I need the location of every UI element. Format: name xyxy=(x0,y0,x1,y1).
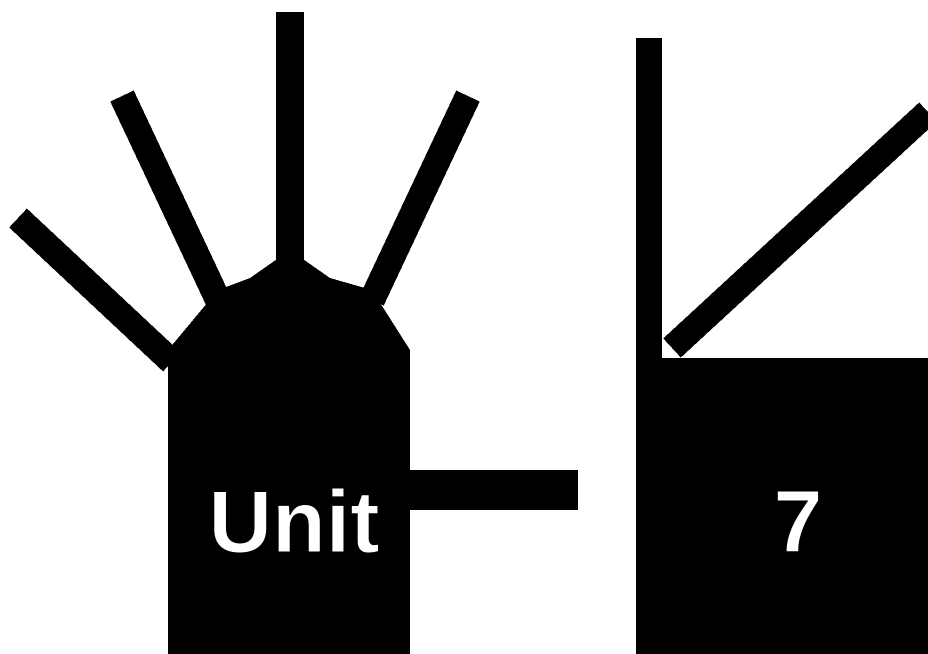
side-bar xyxy=(408,470,578,510)
right-glyph-label: 7 xyxy=(774,472,823,571)
left-glyph-label: Unit xyxy=(208,472,379,571)
